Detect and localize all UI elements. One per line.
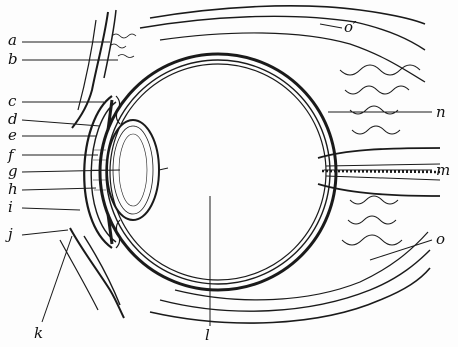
label-k: k	[34, 324, 43, 342]
label-o: o	[436, 230, 445, 248]
label-o-prime: o′	[344, 18, 357, 36]
orbital-fat	[340, 65, 420, 245]
eyeball	[88, 54, 336, 290]
label-j: j	[5, 225, 13, 243]
label-h: h	[8, 180, 18, 198]
label-b: b	[8, 50, 18, 68]
figure-labels: a b c d e f g h i j k l m n o o′	[5, 18, 450, 344]
label-i: i	[8, 198, 13, 216]
label-l: l	[205, 326, 210, 344]
label-a: a	[8, 31, 17, 49]
label-g: g	[8, 162, 18, 180]
label-n: n	[436, 103, 446, 121]
label-e: e	[8, 126, 17, 144]
label-c: c	[8, 92, 17, 110]
label-m: m	[436, 161, 450, 179]
